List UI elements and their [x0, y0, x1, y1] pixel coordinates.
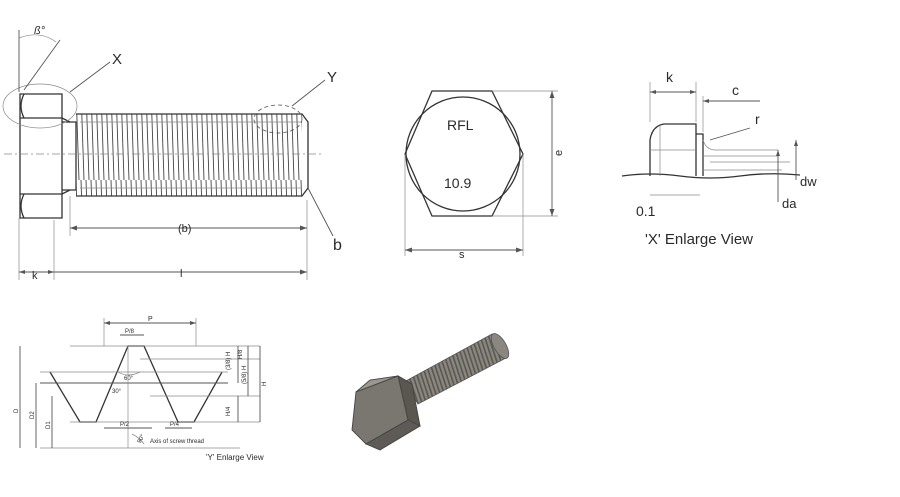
y-view-caption: 'Y' Enlarge View: [206, 453, 264, 462]
y-callout-label: Y: [327, 69, 337, 86]
da-label: da: [782, 196, 797, 211]
y-h38-label: (3/8) H: [226, 352, 232, 370]
y-p2-label: P/2: [120, 422, 130, 428]
y-h8-label: H/8: [238, 349, 244, 359]
x-callout-label: X: [112, 51, 122, 68]
y-angle60-label: 60°: [124, 376, 134, 382]
hex-outline: [404, 90, 524, 217]
y-p8-label: P/8: [125, 329, 135, 335]
y-p-label: P: [148, 316, 153, 323]
x-view-caption: 'X' Enlarge View: [645, 231, 753, 248]
l-label: l: [180, 268, 182, 280]
y-enlarge-view: P P/8 60° 30° P/2 P/4 90° Axis of screw …: [14, 316, 268, 462]
x-k-label: k: [666, 69, 674, 85]
y-h-label: H: [262, 382, 268, 386]
c-label: c: [732, 82, 739, 98]
bolt-head-outline: [19, 93, 63, 219]
k-label: k: [32, 270, 38, 282]
y-d1-label: D1: [46, 421, 52, 429]
r-label: r: [755, 111, 760, 127]
x-enlarge-view: k c r dw da 0.1 'X' Enlarge View: [621, 69, 817, 248]
hex-head-view: RFL 10.9 e s: [404, 90, 565, 261]
surface-line: [621, 173, 801, 179]
y-h4-label: H/4: [226, 406, 232, 416]
b-thread-label: (b): [178, 223, 191, 235]
x-head-profile: [649, 123, 697, 176]
b-end-label: b: [333, 237, 342, 254]
mark-top: RFL: [447, 117, 474, 133]
mark-grade: 10.9: [444, 175, 471, 191]
y-d-label: D: [14, 408, 20, 413]
y-angle90-label: 90°: [137, 433, 147, 444]
y-angle30-label: 30°: [112, 389, 122, 395]
bolt-thread: [76, 114, 302, 196]
x-detail-circle: [2, 83, 78, 129]
bolt-shank: [62, 121, 77, 191]
x-value-label: 0.1: [636, 203, 656, 219]
y-p4-label: P/4: [170, 422, 180, 428]
y-detail-circle: [253, 104, 303, 134]
bolt-3d-render: [351, 333, 510, 451]
y-axis-label: Axis of screw thread: [150, 439, 204, 445]
dw-label: dw: [800, 174, 817, 189]
hex-bearing-circle: [405, 96, 521, 212]
bolt-3d-thread: [403, 333, 507, 405]
y-h58-label: (5/8) H: [242, 366, 248, 384]
e-label: e: [553, 150, 565, 156]
thread-profile: [49, 345, 223, 423]
y-d2-label: D2: [30, 411, 36, 419]
s-label: s: [459, 249, 465, 261]
beta-angle-label: ß°: [34, 25, 46, 37]
bolt-side-view: X Y ß° (b) b k l: [2, 25, 342, 282]
